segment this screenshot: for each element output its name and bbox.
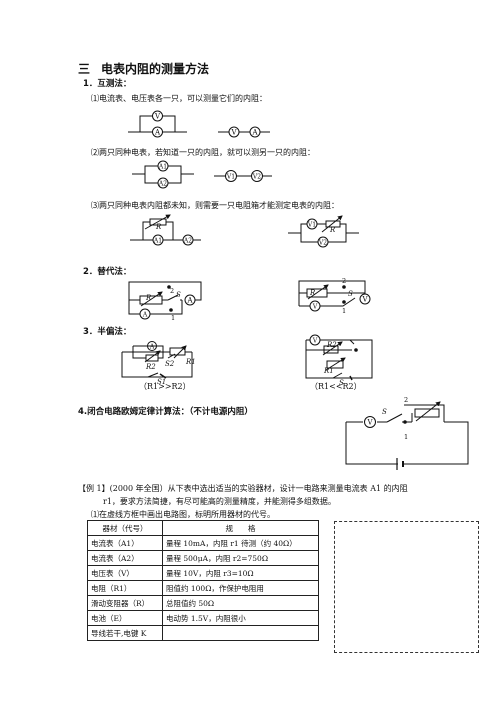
table-cell: 电压表（V） <box>87 565 163 581</box>
table-header-row: 器材（代号） 规 格 <box>87 520 319 536</box>
circuit-v-series-a <box>218 126 270 138</box>
meter-label-a2: A2 <box>183 238 192 245</box>
half-deflection-caption-right: （R1<<R2） <box>310 382 362 391</box>
table-cell: 电动势 1.5V，内阻很小 <box>162 610 319 626</box>
terminal-2-label: 2 <box>342 277 346 285</box>
circuit-a1-parallel-a2 <box>132 160 194 189</box>
circuit-half-deflection-ammeter <box>121 341 193 379</box>
meter-label-v: V <box>312 338 318 345</box>
meter-label-a: A <box>154 129 161 137</box>
circuit-v-parallel-a <box>128 110 187 138</box>
terminal-1-label: 1 <box>342 307 346 315</box>
table-cell: 阻值约 100Ω，作保护电阻用 <box>162 580 319 596</box>
table-row: 滑动变阻器（R） 总阻值约 50Ω <box>87 595 319 611</box>
half-deflection-caption-left: （R1>>R2） <box>139 382 191 391</box>
method-1-item-3: ⑶两只同种电表内阻都未知，则需要一只电阻箱才能测定电表的内阻： <box>91 201 339 210</box>
section-title: 电表内阻的测量方法 <box>101 62 210 76</box>
table-cell: 滑动变阻器（R） <box>87 595 163 611</box>
meter-label-v: V <box>154 113 161 121</box>
resistor-label: R <box>309 289 316 297</box>
section-number: 三 <box>78 62 91 76</box>
meter-label-v2: V2 <box>252 174 261 181</box>
meter-label-v: V <box>366 419 373 427</box>
table-header: 规 格 <box>162 520 319 536</box>
meter-label-v: V <box>312 304 318 311</box>
meter-label-a: A <box>149 344 155 351</box>
table-cell: 电阻（R1） <box>87 580 163 596</box>
circuit-substitution-voltmeter <box>298 280 371 312</box>
table-cell: 导线若干,电键 K <box>87 625 163 641</box>
method-1-title: 1．互测法： <box>83 79 132 89</box>
meter-label-v: V <box>230 129 237 137</box>
table-cell: 电池（E） <box>87 610 163 626</box>
switch-label: S <box>176 291 181 299</box>
meter-label-v2: V2 <box>318 240 327 247</box>
meter-label-a: A <box>142 312 148 319</box>
table-row: 电池（E） 电动势 1.5V，内阻很小 <box>87 610 319 626</box>
table-cell: 电流表（A1） <box>87 535 163 551</box>
meter-label-a2: A2 <box>158 181 167 188</box>
table-row: 电压表（V） 量程 10V，内阻 r3=10Ω <box>87 565 319 581</box>
method-3-title: 3．半偏法： <box>83 327 132 337</box>
resistor-r1-label: R1 <box>323 367 334 375</box>
circuit-diagrams: V A V A A1 A2 V1 V2 A1 A2 V1 V2 A A V V … <box>121 110 469 470</box>
meter-label-v: V <box>361 296 368 304</box>
circuit-a1-parallel-resistor-series-a2 <box>130 214 201 246</box>
example-line-3: ⑴在虚线方框中画出电路图，标明所用器材的代号。 <box>91 510 275 519</box>
meter-label-a: A <box>251 129 258 137</box>
terminal-2-label: 2 <box>404 396 408 404</box>
table-cell: 量程 10mA，内阻 r1 待测（约 40Ω） <box>162 535 319 551</box>
circuit-v1-series-v2 <box>214 170 272 182</box>
method-4-title: 4.闭合电路欧姆定律计算法：（不计电源内阻） <box>78 407 253 417</box>
table-header: 器材（代号） <box>87 520 163 536</box>
meter-label-a1: A1 <box>153 238 162 245</box>
switch-label: S <box>382 408 387 416</box>
circuit-closed-loop <box>345 401 469 470</box>
circuit-drawing-box <box>334 521 479 653</box>
table-cell: 量程 10V，内阻 r3=10Ω <box>162 565 319 581</box>
circuit-half-deflection-voltmeter <box>305 334 373 381</box>
table-row: 电流表（A1） 量程 10mA，内阻 r1 待测（约 40Ω） <box>87 535 319 551</box>
table-cell <box>162 625 319 641</box>
method-2-title: 2．替代法： <box>83 267 132 277</box>
switch-label: S <box>339 379 344 387</box>
terminal-1-label: 1 <box>404 433 408 441</box>
method-1-item-1: ⑴电流表、电压表各一只，可以测量它们的内阻： <box>91 94 267 103</box>
example-line-1: 【例 1】(2000 年全国）从下表中选出适当的实验器材，设计一电路来测量电流表… <box>78 484 408 493</box>
meter-label-v1: V1 <box>226 174 235 181</box>
switch-s2-label: S2 <box>165 360 175 368</box>
terminal-2-label: 2 <box>170 287 174 295</box>
method-1-item-2: ⑵两只同种电表，若知道一只的内阻，就可以测另一只的内阻： <box>91 148 315 157</box>
meter-label-v1: V1 <box>307 222 316 229</box>
table-cell: 电流表（A2） <box>87 550 163 566</box>
table-cell: 总阻值约 50Ω <box>162 595 319 611</box>
resistor-r2-label: R2 <box>326 341 337 349</box>
resistor-label: R <box>145 294 152 302</box>
meter-label-a1: A1 <box>158 164 167 171</box>
table-row: 电阻（R1） 阻值约 100Ω，作保护电阻用 <box>87 580 319 596</box>
meter-label-a: A <box>186 297 193 305</box>
example-line-2: r1，要求方法简捷，有尽可能高的测量精度，并能测得多组数据。 <box>103 497 336 506</box>
resistor-label: R <box>155 223 162 231</box>
table-row: 电流表（A2） 量程 500μA，内阻 r2=750Ω <box>87 550 319 566</box>
switch-s1-label: S1 <box>157 378 166 386</box>
equipment-table: 器材（代号） 规 格 电流表（A1） 量程 10mA，内阻 r1 待测（约 40… <box>87 520 319 641</box>
table-row: 导线若干,电键 K <box>87 625 319 641</box>
resistor-label: R <box>329 226 336 234</box>
table-cell: 量程 500μA，内阻 r2=750Ω <box>162 550 319 566</box>
resistor-r2-label: R2 <box>145 363 156 371</box>
circuit-substitution-ammeter <box>128 281 202 320</box>
switch-label: S <box>348 290 353 298</box>
circuit-v1-resistor-parallel-v2 <box>288 215 359 248</box>
terminal-1-label: 1 <box>171 314 175 322</box>
resistor-r1-label: R1 <box>185 358 196 366</box>
